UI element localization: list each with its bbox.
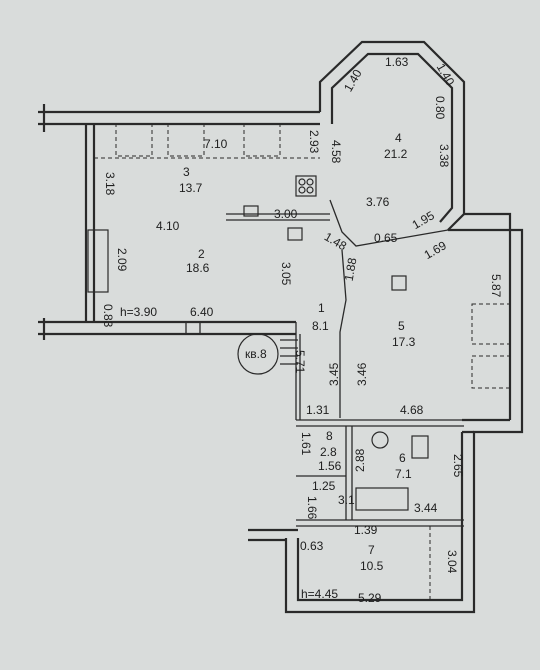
dim: 1.25 [312,479,336,493]
dashed-outlines [94,123,511,600]
kitchen-counter-wall [226,213,330,221]
dim: 3.38 [437,144,451,168]
radiator [87,229,109,293]
exterior-walls [38,40,524,614]
right-step [462,418,510,434]
wardrobe-2 [471,355,511,389]
ceiling-height-top: h=3.90 [120,305,157,319]
room5-bottom-wall [296,419,464,427]
stair-lines [280,339,298,365]
fixtures [87,175,429,511]
dim: 4.58 [329,140,343,164]
corridor-wall [339,249,347,418]
dim: 1.31 [306,403,330,417]
sink-icon [243,205,259,217]
dim: 7.10 [204,137,228,151]
stove-burner [298,178,306,186]
dim: 1.63 [385,55,409,69]
room-7-area: 10.5 [360,559,384,573]
room-5-area: 17.3 [392,335,416,349]
dim: 2.09 [115,248,129,272]
cabinet-1 [115,123,153,157]
corridor-left-wall [295,322,301,420]
left-wall [84,124,96,322]
dim: 3.00 [274,207,298,221]
mid-wall [38,320,296,336]
room-4-number: 4 [395,131,402,145]
dim: 2.88 [353,448,367,472]
room-3-number: 3 [183,165,190,179]
room-6-number: 6 [399,451,406,465]
dim: 5.29 [358,591,382,605]
room-2-number: 2 [198,247,205,261]
dim: 1.61 [299,432,313,456]
dim: 1.88 [342,256,360,282]
stove-icon [295,175,317,197]
cabinet-2 [167,123,205,157]
toilet-icon [411,435,429,459]
dim: 1.40 [341,67,365,95]
room-8-area: 2.8 [320,445,337,459]
stove-burner [298,186,306,194]
door-jamb [185,321,201,335]
interior-walls [185,199,464,527]
dim: 3.76 [366,195,390,209]
dim: 1.66 [305,496,319,520]
dim: 3.04 [445,550,459,574]
apartment-badge [237,333,279,375]
bath-bottom-wall [296,475,464,527]
dim: 3.46 [355,362,369,386]
dim: 3.18 [103,172,117,196]
dim: 0.63 [300,539,324,553]
vent-shaft-icon [287,227,303,241]
stove-burner [306,178,314,186]
dim: 3.1 [338,493,355,507]
dim: 3.45 [327,362,341,386]
dim: 2.93 [307,130,321,154]
bay-bottom-wall [329,199,449,247]
room-4-area: 21.2 [384,147,408,161]
dim: 1.69 [422,238,450,262]
dim: 6.40 [190,305,214,319]
dim: 0.83 [101,304,115,328]
dim: 1.48 [322,229,350,253]
vent-shaft-icon [391,275,407,291]
room-2-area: 18.6 [186,261,210,275]
washbasin-icon [371,431,389,449]
room-5-number: 5 [398,319,405,333]
room-7-number: 7 [368,543,375,557]
dim: 3.05 [279,262,293,286]
ceiling-height-bottom: h=4.45 [301,587,338,601]
apartment-number: кв.8 [245,347,267,361]
dim: 5.87 [489,274,503,298]
cabinet-3 [243,123,281,157]
bottom-left-stub [248,528,298,542]
dim: 4.10 [156,219,180,233]
dim: 3.44 [414,501,438,515]
bath-wall [345,426,353,520]
bathtub-icon [355,487,409,511]
dim: 1.95 [410,208,438,232]
dim: 1.56 [318,459,342,473]
stove-burner [306,186,314,194]
dim: 4.68 [400,403,424,417]
labels: кв.8 h=3.90 h=4.45 3 13.7 2 18.6 4 21.2 … [101,55,503,605]
wardrobe-1 [471,303,511,345]
room-3-area: 13.7 [179,181,203,195]
top-wall [38,110,320,126]
room-1-area: 8.1 [312,319,329,333]
room-1-number: 1 [318,301,325,315]
dim: 2.65 [451,454,465,478]
dim: 0.65 [374,231,398,245]
dim: 0.80 [433,96,447,120]
dim: 5.71 [293,350,307,374]
bottom-inner-wall [296,432,464,602]
room-8-number: 8 [326,429,333,443]
room-6-area: 7.1 [395,467,412,481]
dim: 1.39 [354,523,378,537]
